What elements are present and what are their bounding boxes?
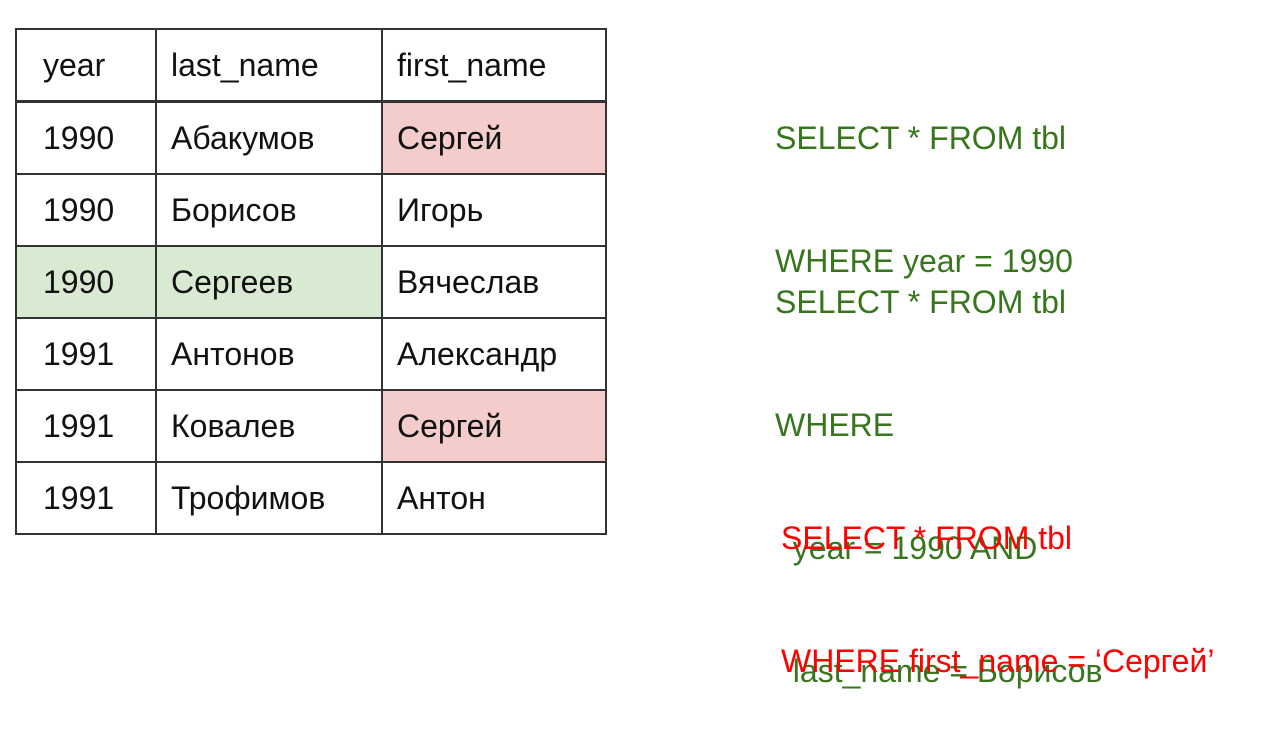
cell-last-name: Трофимов (155, 461, 383, 535)
cell-last-name: Борисов (155, 173, 383, 247)
cell-year: 1990 (15, 100, 157, 175)
query-line: WHERE year = 1990 (775, 243, 1073, 279)
table-row: 1991 Антонов Александр (15, 317, 607, 391)
table-row: 1991 Ковалев Сергей (15, 389, 607, 463)
table-header-row: year last_name first_name (15, 28, 607, 103)
cell-first-name: Александр (381, 317, 607, 391)
cell-last-name-highlighted-green: Сергеев (155, 245, 383, 319)
cell-last-name: Ковалев (155, 389, 383, 463)
sql-query-first-name-filter: SELECT * FROM tbl WHERE first_name = ‘Се… (781, 436, 1214, 723)
cell-last-name: Антонов (155, 317, 383, 391)
query-line: WHERE (775, 407, 895, 443)
cell-year: 1991 (15, 317, 157, 391)
header-last-name: last_name (155, 28, 383, 103)
cell-first-name: Игорь (381, 173, 607, 247)
cell-last-name: Абакумов (155, 100, 383, 175)
header-first-name: first_name (381, 28, 607, 103)
cell-year: 1991 (15, 389, 157, 463)
query-line: WHERE first_name = ‘Сергей’ (781, 643, 1215, 679)
table-row: 1990 Борисов Игорь (15, 173, 607, 247)
people-table: year last_name first_name 1990 Абакумов … (15, 28, 607, 535)
query-line: SELECT * FROM tbl (781, 520, 1073, 556)
header-year: year (15, 28, 157, 103)
cell-first-name-highlighted-red: Сергей (381, 100, 607, 175)
query-line: SELECT * FROM tbl (775, 284, 1067, 320)
table-row: 1990 Сергеев Вячеслав (15, 245, 607, 319)
table-row: 1990 Абакумов Сергей (15, 100, 607, 175)
cell-first-name-highlighted-red: Сергей (381, 389, 607, 463)
sql-query-year-filter: SELECT * FROM tbl WHERE year = 1990 (775, 36, 1073, 323)
cell-year: 1991 (15, 461, 157, 535)
cell-first-name: Вячеслав (381, 245, 607, 319)
query-line: SELECT * FROM tbl (775, 120, 1067, 156)
cell-first-name: Антон (381, 461, 607, 535)
table-row: 1991 Трофимов Антон (15, 461, 607, 535)
cell-year: 1990 (15, 173, 157, 247)
cell-year-highlighted-green: 1990 (15, 245, 157, 319)
